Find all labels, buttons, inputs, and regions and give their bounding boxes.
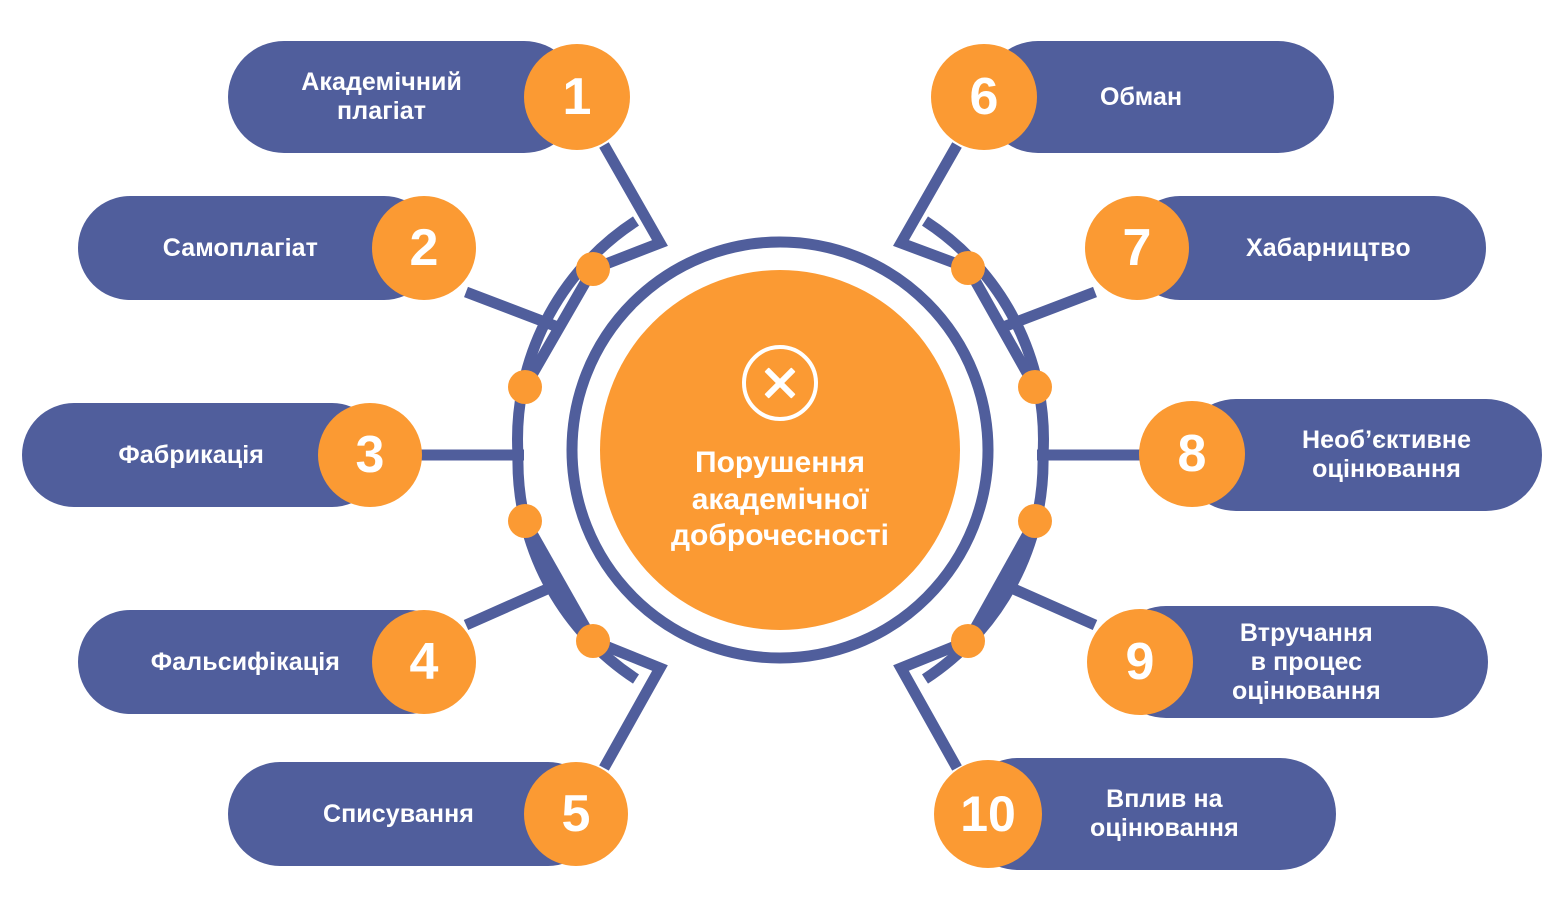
item-10-number[interactable]: 10 [934,760,1042,868]
item-6-label: Обман [1100,82,1183,111]
item-1-number[interactable]: 1 [524,44,630,150]
center-hub[interactable]: Порушення академічної доброчесності [600,270,960,630]
arc-dot-8 [951,624,985,658]
arc-dot-4 [576,624,610,658]
spoke-lower-left [520,518,598,644]
wire-item-9 [995,576,1098,631]
wire-item-7 [996,286,1097,335]
arc-dot-1 [576,252,610,286]
item-7-label: Хабарництво [1246,233,1411,262]
center-hub-label: Порушення академічної доброчесності [671,446,889,553]
item-4-label: Фальсифікація [150,647,340,676]
item-6[interactable]: Обман [982,41,1334,153]
item-3-label: Фабрикація [118,440,264,469]
item-5-label: Списування [322,799,474,828]
item-8-number[interactable]: 8 [1139,401,1245,507]
item-2-label: Самоплагіат [162,233,318,262]
wire-item-2 [464,286,565,335]
wire-item-5 [590,635,668,771]
item-9-label: Втручання в процес оцінювання [1232,618,1381,705]
wire-item-1 [591,142,668,275]
item-6-number[interactable]: 6 [931,44,1037,150]
wire-item-10 [893,635,971,771]
item-1[interactable]: Академічний плагіат [228,41,580,153]
arc-dot-3 [508,504,542,538]
wire-item-4 [463,576,566,631]
arc-dot-6 [1018,370,1052,404]
item-2-number[interactable]: 2 [372,196,476,300]
item-1-label: Академічний плагіат [301,68,462,125]
item-3-number[interactable]: 3 [318,403,422,507]
x-circle-icon [742,345,818,422]
item-8-label: Необ’єктивне оцінювання [1302,426,1472,483]
arc-dot-5 [951,251,985,285]
wire-item-6 [893,142,970,274]
spoke-lower-right [963,518,1040,644]
item-5-number[interactable]: 5 [524,762,628,866]
item-4-number[interactable]: 4 [372,610,476,714]
item-7-number[interactable]: 7 [1085,196,1189,300]
spoke-upper-left [520,266,598,390]
item-10-label: Вплив на оцінювання [1090,785,1239,842]
arc-dot-2 [508,370,542,404]
arc-dot-7 [1018,504,1052,538]
spoke-upper-right [963,265,1040,390]
item-9-number[interactable]: 9 [1087,609,1193,715]
